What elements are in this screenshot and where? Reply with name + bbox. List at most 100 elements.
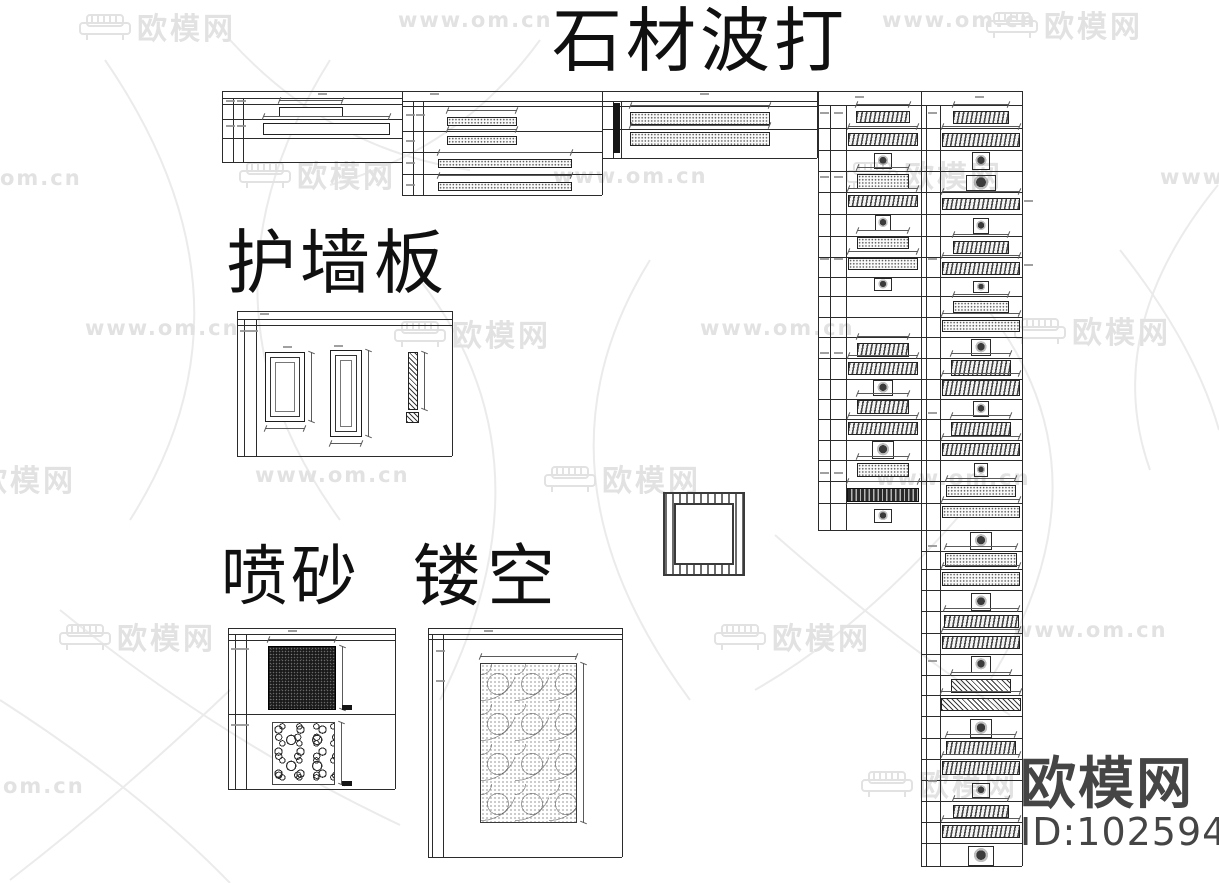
orn-detail xyxy=(972,783,990,798)
dim-line xyxy=(942,818,1020,819)
wall-panel-table-tick-label xyxy=(260,313,269,315)
dim-line xyxy=(857,336,909,337)
detail-column-table-grid-line xyxy=(818,150,1022,151)
dim-line xyxy=(847,481,919,482)
arc-watermark xyxy=(592,259,691,701)
detail-column-table-grid-line xyxy=(818,236,1022,237)
detail-column-table-grid-line xyxy=(921,611,1022,612)
strip-table-left-grid-line xyxy=(222,104,402,105)
hollow-table-tick-label xyxy=(484,630,493,632)
dim-line xyxy=(480,656,577,657)
darksq-detail xyxy=(268,646,336,710)
orn-detail xyxy=(875,215,891,231)
strip-table-mid-tick-label xyxy=(416,114,425,116)
brand-watermark-text: 欧模网 xyxy=(452,319,551,354)
dim-line xyxy=(424,352,425,410)
stipple-detail xyxy=(857,174,909,189)
carved-detail xyxy=(942,636,1020,649)
stipple-detail xyxy=(630,132,770,146)
detail-column-table-tick-label xyxy=(834,472,843,474)
arc-watermark xyxy=(104,59,196,521)
stipple-detail xyxy=(438,159,572,168)
greek-detail xyxy=(663,492,745,576)
strip-table-right-grid-line xyxy=(602,106,817,107)
hatch-detail xyxy=(408,352,418,410)
carved-detail xyxy=(942,761,1020,775)
site-logo-id: ID:1025943 xyxy=(1020,810,1219,855)
detail-column-table-grid-line xyxy=(926,105,927,866)
sandblast-table-grid-line xyxy=(228,634,395,635)
dim-line xyxy=(857,393,909,394)
hollow-table-tick-label xyxy=(436,680,445,682)
strip-table-mid-grid-line xyxy=(402,106,602,107)
sofa-icon xyxy=(239,162,291,188)
sandblast-table-tick-label xyxy=(288,630,297,632)
detail-column-table-grid-line xyxy=(921,91,922,866)
carved-detail xyxy=(942,380,1020,396)
orn-detail xyxy=(874,278,892,291)
plain-detail xyxy=(263,123,390,135)
detail-column-table-grid-line xyxy=(818,419,1022,420)
strip-table-left-tick-label xyxy=(226,100,235,102)
strip-table-mid-grid-line xyxy=(402,91,602,92)
orn-detail xyxy=(971,656,991,673)
hatch-detail xyxy=(941,698,1021,711)
url-watermark: www.om.cn xyxy=(255,463,410,487)
detail-column-table-tick-label xyxy=(834,352,843,354)
url-short-watermark: om.cn xyxy=(0,166,82,190)
dim-line xyxy=(848,251,918,252)
wall-panel-table-grid-line xyxy=(237,456,452,457)
dim-line xyxy=(942,126,1020,127)
dim-line xyxy=(311,352,312,422)
sandblast-table-grid-line xyxy=(235,634,236,789)
brand-watermark: 欧模网 xyxy=(0,456,76,500)
brand-watermark: 欧模网 xyxy=(1013,308,1171,352)
strip-table-left-grid-line xyxy=(222,162,402,163)
detail-column-table-grid-line xyxy=(921,551,1022,552)
carved-detail xyxy=(942,443,1020,456)
dim-line xyxy=(941,691,1021,692)
dim-line xyxy=(856,104,910,105)
dim-line xyxy=(951,672,1011,673)
detail-column-table-grid-line xyxy=(921,866,1022,867)
dark-detail xyxy=(847,488,919,502)
stipple-detail xyxy=(946,485,1016,497)
detail-column-table-grid-line xyxy=(818,460,1022,461)
dim-line xyxy=(265,428,305,429)
strip-table-right-grid-line xyxy=(602,91,603,158)
wall-panel-table-grid-line xyxy=(237,311,238,456)
sofa-icon xyxy=(986,12,1038,38)
carved-detail xyxy=(951,422,1011,436)
carved-detail xyxy=(953,805,1009,818)
hollow-table-grid-line xyxy=(428,857,622,858)
hollow-table-grid-line xyxy=(443,634,444,857)
strip-table-mid-grid-line xyxy=(402,101,602,102)
detail-column-table-grid-line xyxy=(818,337,1022,338)
strip-table-left-grid-line xyxy=(243,98,244,162)
strip-table-mid-tick-label xyxy=(406,162,415,164)
detail-column-table-grid-line xyxy=(818,128,1022,129)
strip-table-mid-tick-label xyxy=(430,93,439,95)
detail-column-table-grid-line xyxy=(818,91,1022,92)
brand-watermark-text: 欧模网 xyxy=(0,464,76,499)
url-watermark: www.om.cn xyxy=(1160,165,1219,189)
orn-detail xyxy=(971,593,991,611)
detail-column-table-tick-label xyxy=(1024,200,1033,202)
detail-column-table-grid-line xyxy=(921,738,1022,739)
carved-detail xyxy=(848,362,918,375)
detail-column-table-grid-line xyxy=(818,214,1022,215)
carved-detail xyxy=(848,422,918,435)
lattice-detail xyxy=(480,663,577,823)
dim-line xyxy=(279,100,343,101)
dim-line xyxy=(368,350,369,437)
sofa-icon xyxy=(544,466,596,492)
carved-detail xyxy=(856,111,910,123)
brand-watermark-text: 欧模网 xyxy=(297,160,396,195)
dim-line xyxy=(438,175,572,176)
dim-line xyxy=(942,629,1020,630)
detail-column-table-grid-line xyxy=(818,399,1022,400)
dim-line xyxy=(342,646,343,710)
dim-line xyxy=(857,456,909,457)
brand-watermark: 欧模网 xyxy=(985,2,1143,46)
